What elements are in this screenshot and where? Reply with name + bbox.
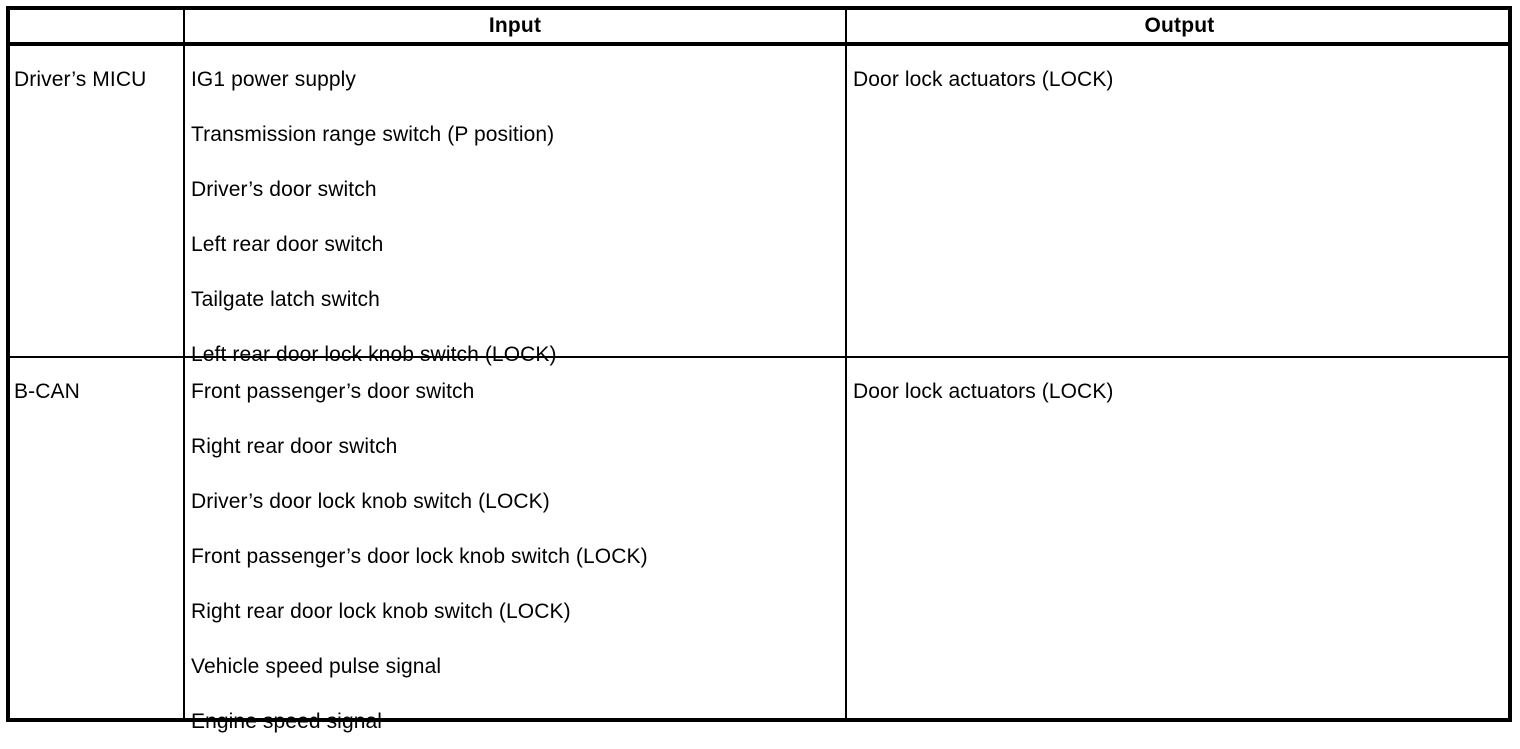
input-item-list: IG1 power supply Transmission range swit…: [191, 52, 845, 382]
cell-input-list: IG1 power supply Transmission range swit…: [183, 46, 845, 366]
system-label: B-CAN: [14, 380, 80, 403]
table-row: Driver’s MICU IG1 power supply Transmiss…: [10, 46, 1508, 366]
cell-system-name: Driver’s MICU: [10, 46, 183, 356]
list-item: Vehicle speed pulse signal: [191, 655, 442, 678]
table-header-input: Input: [183, 10, 845, 42]
table-header-output: Output: [845, 10, 1512, 42]
system-label: Driver’s MICU: [14, 68, 147, 91]
output-item-list: Door lock actuators (LOCK): [853, 364, 1512, 419]
table-body: Driver’s MICU IG1 power supply Transmiss…: [10, 46, 1508, 733]
list-item: Driver’s door lock knob switch (LOCK): [191, 490, 550, 513]
list-item: Engine speed signal: [191, 710, 383, 733]
input-item-list: Front passenger’s door switch Right rear…: [191, 364, 845, 749]
list-item: Right rear door lock knob switch (LOCK): [191, 600, 571, 623]
page-root: Input Output Driver’s MICU IG1 power sup…: [6, 6, 1512, 733]
list-item: Tailgate latch switch: [191, 288, 380, 311]
cell-input-list: Front passenger’s door switch Right rear…: [183, 358, 845, 733]
cell-output-list: Door lock actuators (LOCK): [845, 46, 1512, 356]
list-item: Left rear door switch: [191, 233, 384, 256]
table-row: B-CAN Front passenger’s door switch Righ…: [10, 358, 1508, 733]
list-item: Door lock actuators (LOCK): [853, 68, 1114, 91]
list-item: Driver’s door switch: [191, 178, 377, 201]
list-item: Front passenger’s door lock knob switch …: [191, 545, 648, 568]
list-item: Left rear door lock knob switch (LOCK): [191, 343, 557, 366]
table-header-corner: [10, 10, 183, 42]
table-header-row: Input Output: [10, 10, 1508, 46]
list-item: IG1 power supply: [191, 68, 357, 91]
list-item: Right rear door switch: [191, 435, 398, 458]
output-item-list: Door lock actuators (LOCK): [853, 52, 1512, 107]
cell-system-name: B-CAN: [10, 358, 183, 722]
list-item: Transmission range switch (P position): [191, 123, 555, 146]
list-item: Door lock actuators (LOCK): [853, 380, 1114, 403]
list-item: Front passenger’s door switch: [191, 380, 475, 403]
input-output-table: Input Output Driver’s MICU IG1 power sup…: [6, 6, 1512, 733]
cell-output-list: Door lock actuators (LOCK): [845, 358, 1512, 722]
